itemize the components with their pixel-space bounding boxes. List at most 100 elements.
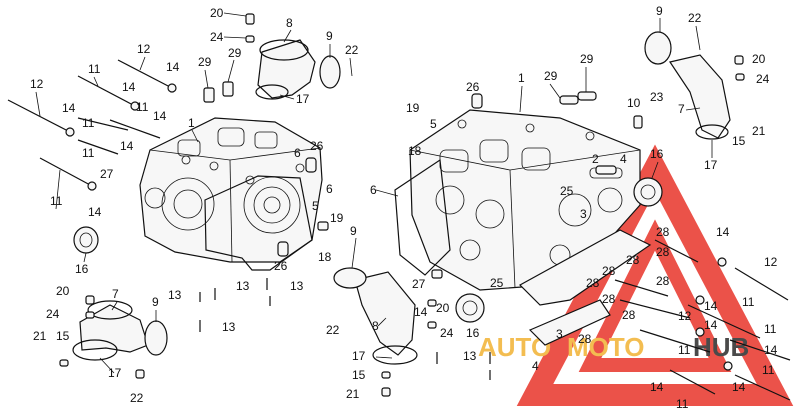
callout-26: 26 bbox=[310, 139, 324, 153]
callout-1: 1 bbox=[518, 71, 525, 85]
callout-29: 29 bbox=[580, 52, 594, 66]
center-lower-intake bbox=[333, 267, 485, 365]
left-cylinder-head bbox=[139, 117, 323, 263]
callout-12: 12 bbox=[764, 255, 778, 269]
callout-28: 28 bbox=[578, 332, 592, 346]
callout-24: 24 bbox=[210, 30, 224, 44]
callout-22: 22 bbox=[688, 11, 702, 25]
callout-29: 29 bbox=[228, 46, 242, 60]
callout-11: 11 bbox=[82, 146, 95, 160]
callout-17: 17 bbox=[108, 366, 122, 380]
callout-8: 8 bbox=[286, 16, 293, 30]
callout-4: 4 bbox=[620, 152, 627, 166]
callout-10: 10 bbox=[627, 96, 641, 110]
callout-23: 23 bbox=[650, 90, 664, 104]
callout-5: 5 bbox=[430, 117, 437, 131]
callout-14: 14 bbox=[704, 299, 718, 313]
callout-22: 22 bbox=[326, 323, 340, 337]
callout-14: 14 bbox=[62, 101, 76, 115]
left-head-gasket bbox=[204, 175, 313, 271]
right-bolts bbox=[614, 239, 791, 401]
callout-15: 15 bbox=[352, 368, 366, 382]
callout-20: 20 bbox=[752, 52, 766, 66]
callout-11: 11 bbox=[742, 295, 755, 309]
callout-20: 20 bbox=[56, 284, 70, 298]
callout-14: 14 bbox=[120, 139, 134, 153]
callout-6: 6 bbox=[370, 183, 377, 197]
callout-19: 19 bbox=[330, 211, 344, 225]
callout-7: 7 bbox=[678, 102, 685, 116]
small-hardware bbox=[59, 13, 745, 397]
left-upper-intake bbox=[255, 39, 341, 100]
callout-11: 11 bbox=[88, 62, 101, 76]
callout-3: 3 bbox=[580, 207, 587, 221]
callout-1: 1 bbox=[188, 116, 195, 130]
callout-16: 16 bbox=[75, 262, 89, 276]
callout-19: 19 bbox=[406, 101, 420, 115]
callout-28: 28 bbox=[602, 264, 616, 278]
callout-20: 20 bbox=[436, 301, 450, 315]
callout-13: 13 bbox=[463, 349, 477, 363]
callout-14: 14 bbox=[764, 343, 778, 357]
callout-25: 25 bbox=[490, 276, 504, 290]
callout-18: 18 bbox=[318, 250, 332, 264]
callout-24: 24 bbox=[756, 72, 770, 86]
callout-24: 24 bbox=[46, 307, 60, 321]
callout-15: 15 bbox=[56, 329, 70, 343]
callout-21: 21 bbox=[33, 329, 47, 343]
callout-12: 12 bbox=[30, 77, 44, 91]
callout-9: 9 bbox=[326, 29, 333, 43]
callout-17: 17 bbox=[296, 92, 310, 106]
callout-17: 17 bbox=[704, 158, 718, 172]
callout-21: 21 bbox=[346, 387, 360, 401]
callout-8: 8 bbox=[372, 319, 379, 333]
callout-12: 12 bbox=[137, 42, 151, 56]
watermark-text-moto: MOTO bbox=[567, 332, 645, 362]
callout-25: 25 bbox=[560, 184, 574, 198]
right-upper-intake bbox=[633, 31, 731, 207]
callout-11: 11 bbox=[676, 397, 689, 411]
watermark-text-hub: HUB bbox=[693, 332, 749, 362]
leader-lines bbox=[35, 12, 713, 374]
callout-14: 14 bbox=[716, 225, 730, 239]
callout-14: 14 bbox=[704, 318, 718, 332]
callout-27: 27 bbox=[412, 277, 426, 291]
callout-20: 20 bbox=[210, 6, 224, 20]
callout-26: 26 bbox=[466, 80, 480, 94]
watermark-triangle-inner bbox=[578, 219, 732, 372]
callout-5: 5 bbox=[312, 199, 319, 213]
callout-22: 22 bbox=[130, 391, 144, 405]
callout-11: 11 bbox=[762, 363, 775, 377]
callout-9: 9 bbox=[152, 295, 159, 309]
callout-3: 3 bbox=[556, 327, 563, 341]
callout-9: 9 bbox=[656, 4, 663, 18]
callout-13: 13 bbox=[222, 320, 236, 334]
callout-16: 16 bbox=[466, 326, 480, 340]
callout-17: 17 bbox=[352, 349, 366, 363]
callout-14: 14 bbox=[732, 380, 746, 394]
callout-24: 24 bbox=[440, 326, 454, 340]
callout-28: 28 bbox=[656, 274, 670, 288]
callout-13: 13 bbox=[290, 279, 304, 293]
callout-14: 14 bbox=[414, 305, 428, 319]
callout-11: 11 bbox=[82, 116, 95, 130]
callout-29: 29 bbox=[198, 55, 212, 69]
callout-11: 11 bbox=[678, 343, 691, 357]
callout-6: 6 bbox=[326, 182, 333, 196]
callout-29: 29 bbox=[544, 69, 558, 83]
callout-9: 9 bbox=[350, 224, 357, 238]
callout-28: 28 bbox=[656, 245, 670, 259]
callout-11: 11 bbox=[50, 194, 63, 208]
callout-11: 11 bbox=[136, 100, 149, 114]
callout-2: 2 bbox=[592, 152, 599, 166]
callout-6: 6 bbox=[294, 146, 301, 160]
center-cylinder-head bbox=[409, 109, 641, 291]
camshaft-assembly bbox=[519, 167, 652, 346]
callout-14: 14 bbox=[88, 205, 102, 219]
callout-7: 7 bbox=[112, 287, 119, 301]
callout-12: 12 bbox=[678, 309, 692, 323]
callout-22: 22 bbox=[345, 43, 359, 57]
callout-14: 14 bbox=[122, 80, 136, 94]
left-bolts bbox=[7, 59, 177, 191]
